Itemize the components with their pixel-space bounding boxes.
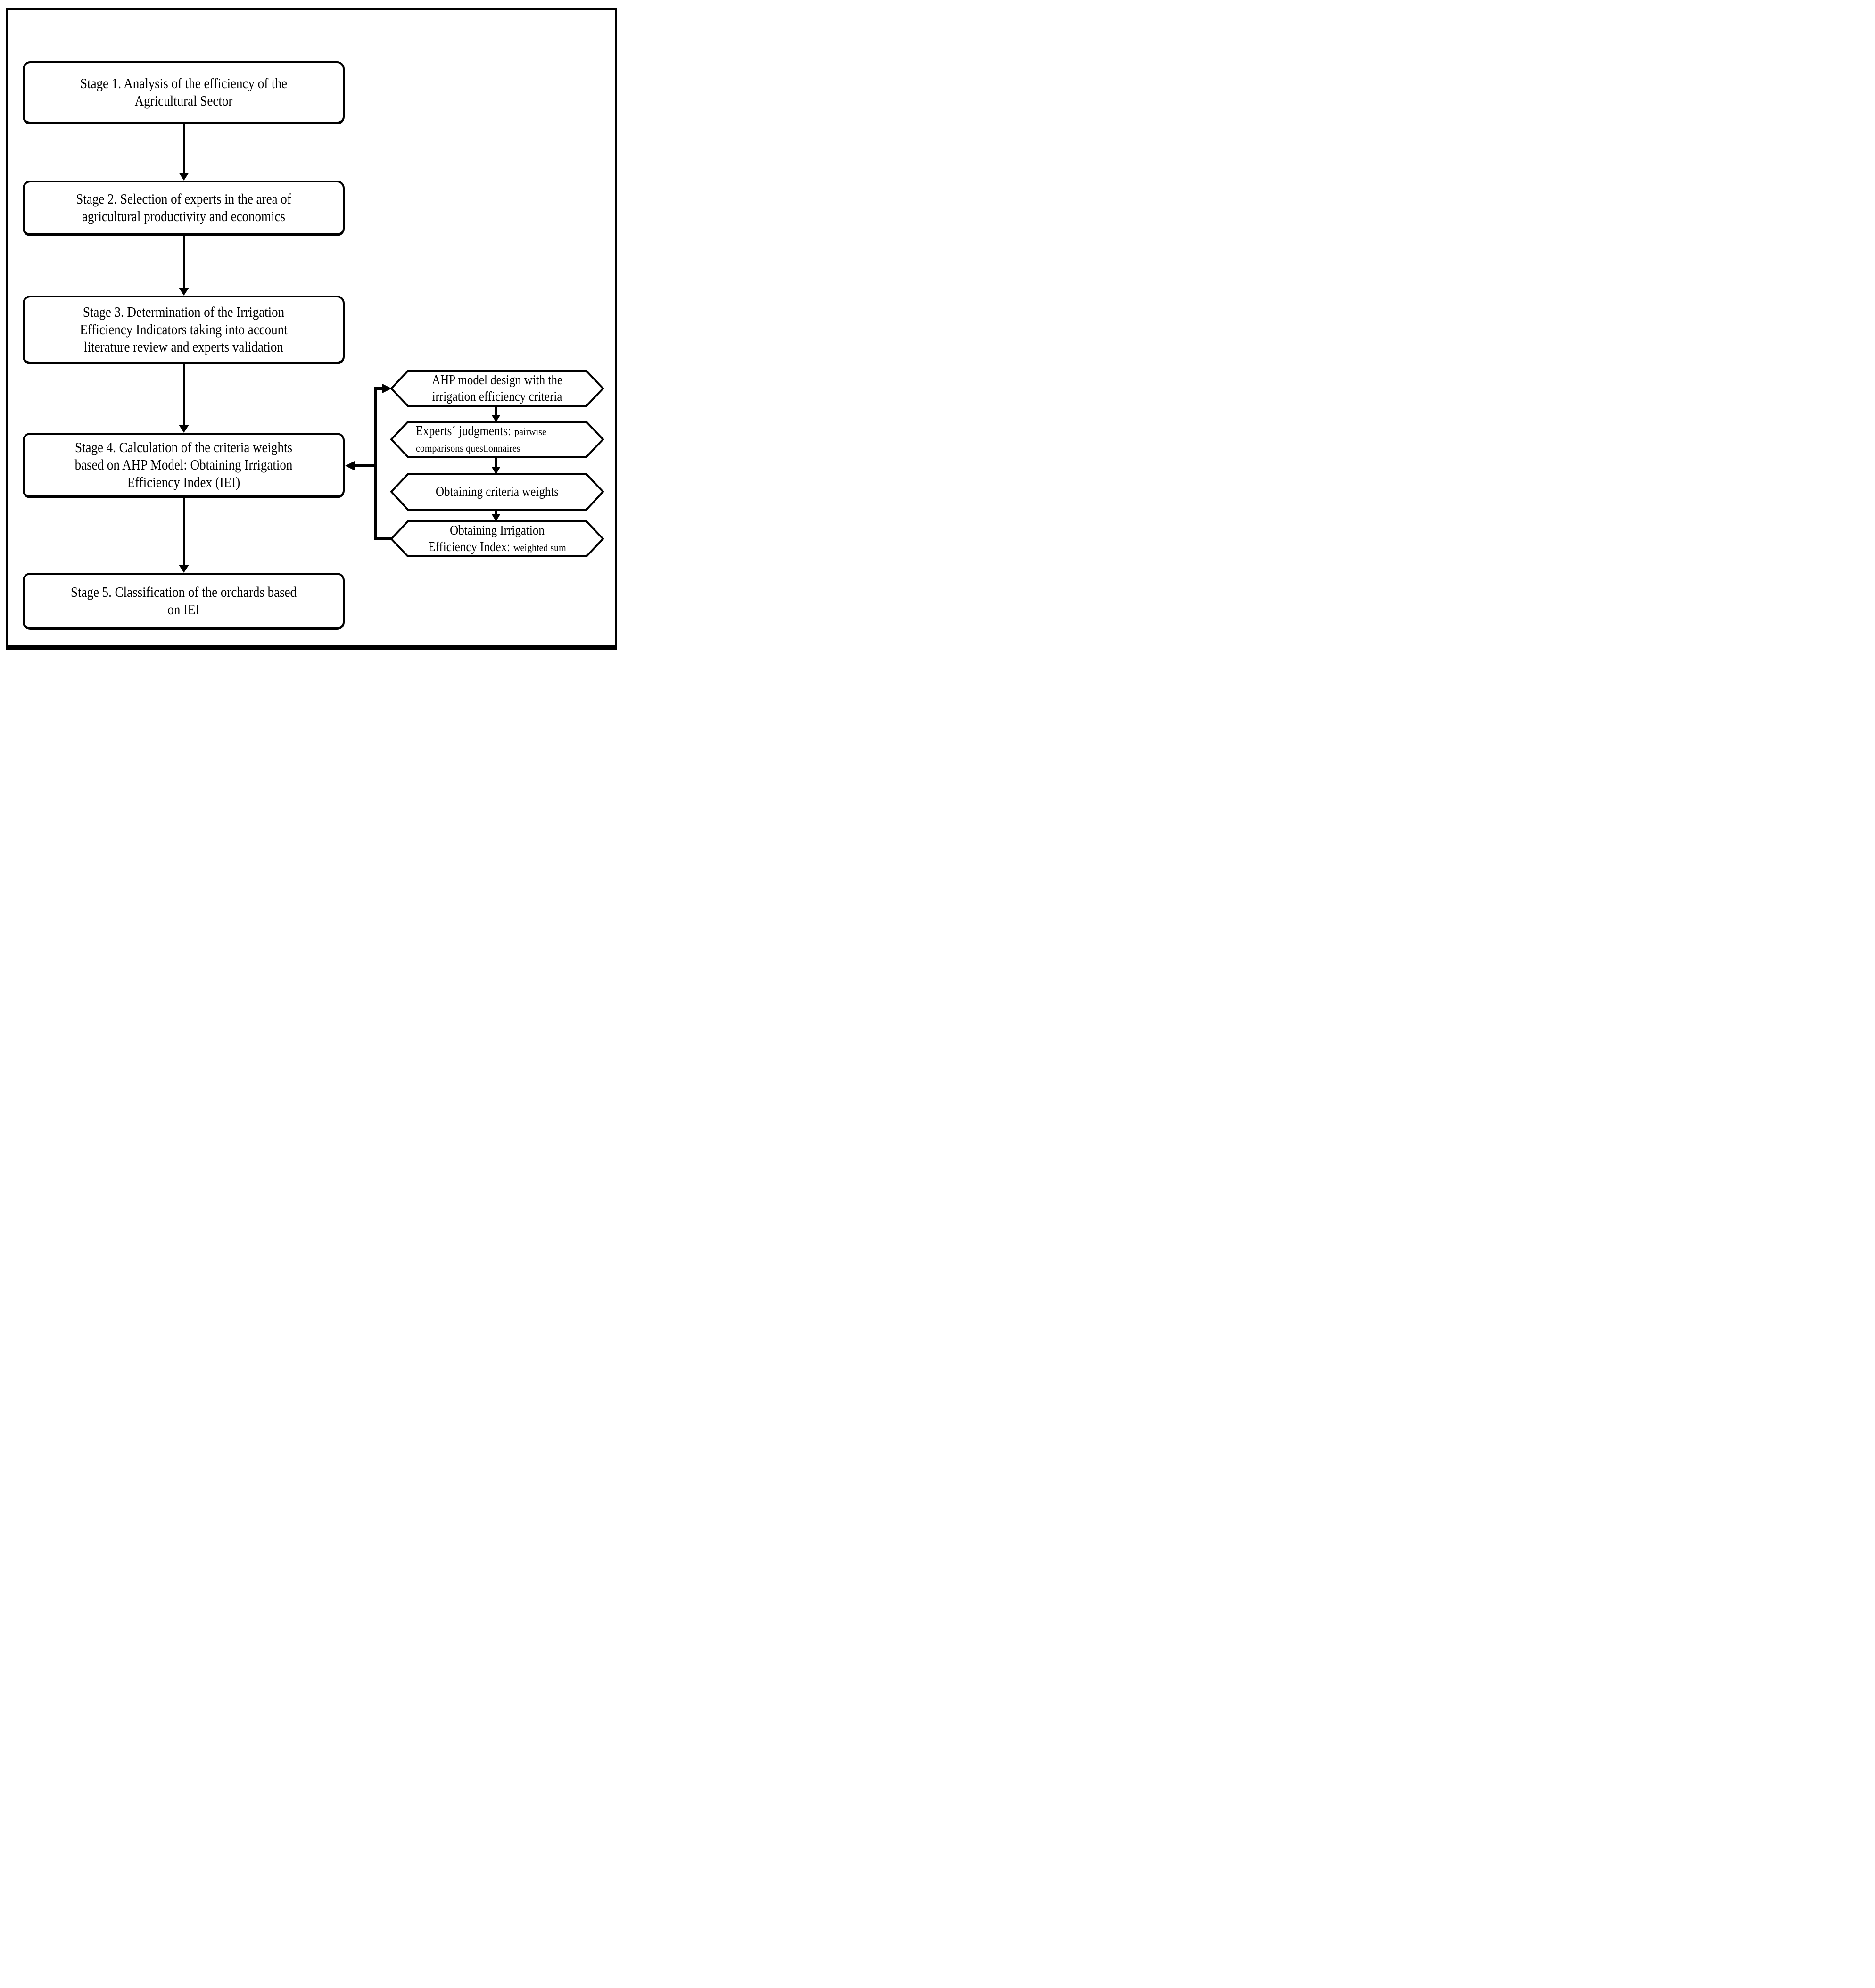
- arrow-stage4-to-stage5: [179, 498, 189, 573]
- loop-connector: [345, 384, 392, 540]
- stage-3-text: Stage 3. Determination of the Irrigation…: [25, 304, 343, 356]
- ahp-step-1-line-1: AHP model design with the: [432, 372, 562, 388]
- stage-2-text: Stage 2. Selection of experts in the are…: [25, 190, 343, 225]
- stage-5-line-2: on IEI: [167, 601, 200, 618]
- ahp-step-4-line-2: Efficiency Index:weighted sum: [391, 539, 603, 555]
- figure-border: [6, 8, 617, 650]
- stage-5-box: Stage 5. Classification of the orchards …: [23, 573, 345, 630]
- stage-2-box: Stage 2. Selection of experts in the are…: [23, 181, 345, 236]
- ahp-step-1-text: AHP model design with the irrigation eff…: [391, 369, 603, 408]
- ahp-step-2-line-1-small: pairwise: [514, 426, 546, 438]
- stage-1-box: Stage 1. Analysis of the efficiency of t…: [23, 61, 345, 124]
- stage-3-line-3: literature review and experts validation: [84, 338, 283, 355]
- stage-3-box: Stage 3. Determination of the Irrigation…: [23, 296, 345, 364]
- stage-2-line-1: Stage 2. Selection of experts in the are…: [76, 191, 291, 207]
- ahp-step-2-text: Experts´ judgments:pairwise comparisons …: [391, 420, 603, 459]
- ahp-step-2-line-1: Experts´ judgments:pairwise: [416, 423, 603, 439]
- arrow-step3-to-step4: [492, 510, 500, 521]
- ahp-step-4-line-1: Obtaining Irrigation: [450, 523, 545, 538]
- stage-2-line-2: agricultural productivity and economics: [82, 208, 286, 224]
- arrow-stage2-to-stage3: [179, 236, 189, 296]
- stage-1-line-2: Agricultural Sector: [134, 93, 233, 109]
- ahp-step-2-hexagon: [390, 421, 604, 458]
- stage-4-box: Stage 4. Calculation of the criteria wei…: [23, 433, 345, 498]
- stage-3-line-2: Efficiency Indicators taking into accoun…: [80, 321, 288, 338]
- ahp-step-4-hexagon: [390, 520, 604, 557]
- connector-layer: [179, 124, 604, 573]
- ahp-step-3-text: Obtaining criteria weights: [391, 472, 603, 512]
- ahp-step-4-line-2-small: weighted sum: [513, 542, 566, 554]
- ahp-step-2-line-1-main: Experts´ judgments:: [416, 423, 512, 438]
- arrow-step1-to-step2: [492, 406, 500, 422]
- ahp-step-3-hexagon: [390, 473, 604, 511]
- ahp-step-2-line-2-small: comparisons questionnaires: [416, 442, 520, 454]
- ahp-step-4-text: Obtaining Irrigation Efficiency Index:we…: [391, 520, 603, 559]
- arrow-stage3-to-stage4: [179, 364, 189, 433]
- ahp-step-1-hexagon: [390, 370, 604, 407]
- ahp-step-3-line-1: Obtaining criteria weights: [435, 485, 559, 499]
- stage-1-text: Stage 1. Analysis of the efficiency of t…: [25, 75, 343, 110]
- stage-4-line-1: Stage 4. Calculation of the criteria wei…: [74, 439, 293, 455]
- stage-4-line-3: Efficiency Index (IEI): [127, 474, 240, 490]
- stage-1-line-1: Stage 1. Analysis of the efficiency of t…: [80, 75, 287, 91]
- ahp-step-4-line-2-main: Efficiency Index:: [428, 540, 511, 554]
- arrow-step2-to-step3: [492, 457, 500, 474]
- ahp-step-2-line-2: comparisons questionnaires: [416, 439, 603, 456]
- arrow-stage1-to-stage2: [179, 124, 189, 181]
- stage-4-text: Stage 4. Calculation of the criteria wei…: [25, 439, 343, 491]
- ahp-step-1-line-2: irrigation efficiency criteria: [432, 389, 562, 404]
- stage-4-line-2: based on AHP Model: Obtaining Irrigation: [74, 457, 293, 473]
- methodology-flowchart: Stage 1. Analysis of the efficiency of t…: [0, 0, 625, 663]
- stage-3-line-1: Stage 3. Determination of the Irrigation: [83, 304, 285, 320]
- stage-5-text: Stage 5. Classification of the orchards …: [25, 584, 343, 619]
- stage-5-line-1: Stage 5. Classification of the orchards …: [70, 584, 297, 600]
